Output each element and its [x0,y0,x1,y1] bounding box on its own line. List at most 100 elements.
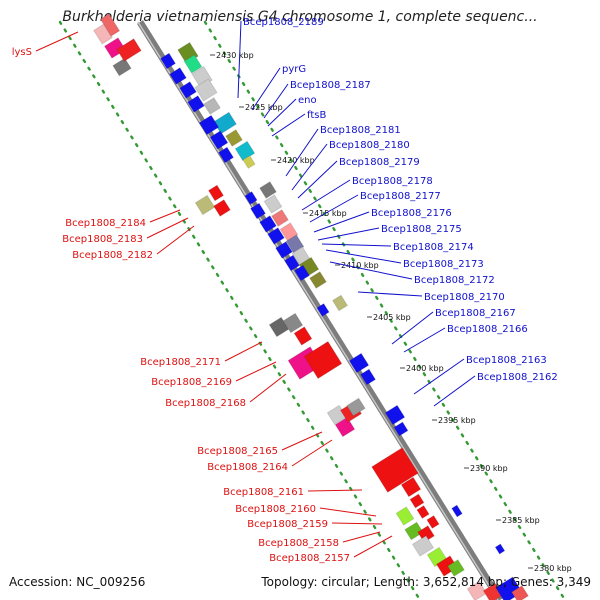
leader-line [319,507,377,517]
gene-label-Bcep1808_2164: Bcep1808_2164 [207,462,288,473]
leader-line [291,143,328,191]
gene-block [212,111,238,135]
gene-label-Bcep1808_2163: Bcep1808_2163 [466,355,547,366]
gene-label-Bcep1808_2161: Bcep1808_2161 [223,487,304,498]
tick-label-2400-kbp: 2400 kbp [406,364,444,373]
gene-block [282,312,304,334]
gene-block [359,368,377,386]
gene-label-Bcep1808_2177: Bcep1808_2177 [360,191,441,202]
gene-block [451,504,463,518]
gene-label-eno: eno [298,95,317,106]
gene-block [409,493,425,509]
gene-label-Bcep1808_2168: Bcep1808_2168 [165,398,246,409]
gene-block [271,209,289,227]
gene-block [466,580,488,600]
gene-label-Bcep1808_2159: Bcep1808_2159 [247,519,328,530]
leader-line [403,327,446,353]
leader-line [329,261,413,280]
map-title: Burkholderia vietnamiensis G4 chromosome… [62,9,538,25]
gene-block [400,476,422,498]
gene-label-Bcep1808_2175: Bcep1808_2175 [381,224,462,235]
gene-label-Bcep1808_2167: Bcep1808_2167 [435,308,516,319]
dotted-guide [58,20,422,600]
gene-label-Bcep1808_2189: Bcep1808_2189 [243,17,324,28]
leader-line [285,128,319,177]
gene-label-Bcep1808_2170: Bcep1808_2170 [424,292,505,303]
gene-label-Bcep1808_2181: Bcep1808_2181 [320,125,401,136]
leader-line [331,522,383,525]
gene-block [494,543,506,555]
gene-block [447,559,465,577]
gene-label-Bcep1808_2182: Bcep1808_2182 [72,250,153,261]
gene-label-Bcep1808_2178: Bcep1808_2178 [352,176,433,187]
gene-block [169,67,187,85]
gene-label-Bcep1808_2180: Bcep1808_2180 [329,140,410,151]
gene-label-Bcep1808_2158: Bcep1808_2158 [258,538,339,549]
leader-line [149,209,181,223]
gene-block [209,130,229,150]
leader-line [271,113,306,137]
ruler-dots [58,20,567,600]
gene-label-Bcep1808_2187: Bcep1808_2187 [290,80,371,91]
leader-line [301,179,351,211]
gene-block [259,215,277,233]
gene-block [116,38,142,62]
gene-block [435,555,459,577]
gene-label-ftsB: ftsB [307,110,326,121]
dotted-guide [203,20,567,600]
leader-line [321,243,392,247]
leader-line [251,67,281,111]
leader-line [249,373,287,403]
gene-block [416,504,430,520]
gene-block [234,140,256,162]
gene-block [293,326,313,346]
leader-line [433,375,476,407]
gene-block [244,190,258,206]
leader-line [353,535,393,558]
gene-block [267,227,285,245]
gene-block [203,97,221,115]
gene-block [103,37,127,59]
gene-label-Bcep1808_2174: Bcep1808_2174 [393,242,474,253]
gene-block [249,202,267,220]
gene-label-Bcep1808_2160: Bcep1808_2160 [235,504,316,515]
gene-block [283,254,301,272]
leader-line [307,489,363,492]
gene-label-Bcep1808_2169: Bcep1808_2169 [151,377,232,388]
leader-line [237,20,242,99]
leader-line [224,341,263,362]
leader-line [281,431,323,451]
gene-label-lysS: lysS [12,47,32,58]
gene-block [198,114,220,136]
tick-label-2420-kbp: 2420 kbp [277,156,315,165]
gene-block [348,352,370,374]
gene-label-Bcep1808_2183: Bcep1808_2183 [62,234,143,245]
gene-label-Bcep1808_2176: Bcep1808_2176 [371,208,452,219]
leader-line [317,227,380,241]
leader-line [342,531,381,543]
gene-label-pyrG: pyrG [282,64,306,75]
gene-block [187,95,205,113]
gene-block [275,241,293,259]
gene-block [417,525,435,543]
leader-line [297,160,338,199]
tick-label-2385-kbp: 2385 kbp [502,516,540,525]
leader-line [413,358,465,395]
gene-block [303,340,343,380]
gene-label-Bcep1808_2162: Bcep1808_2162 [477,372,558,383]
leader-line [263,83,289,119]
gene-label-Bcep1808_2171: Bcep1808_2171 [140,357,221,368]
tick-label-2430-kbp: 2430 kbp [216,51,254,60]
tick-label-2410-kbp: 2410 kbp [341,261,379,270]
gene-label-Bcep1808_2179: Bcep1808_2179 [339,157,420,168]
gene-block [194,194,216,216]
leader-line [357,291,423,297]
gene-block [404,521,424,541]
gene-block [316,302,330,318]
tick-label-2425-kbp: 2425 kbp [245,103,283,112]
gene-block [225,129,243,147]
tick-label-2395-kbp: 2395 kbp [438,416,476,425]
gene-block [207,184,225,202]
gene-block [259,181,277,199]
